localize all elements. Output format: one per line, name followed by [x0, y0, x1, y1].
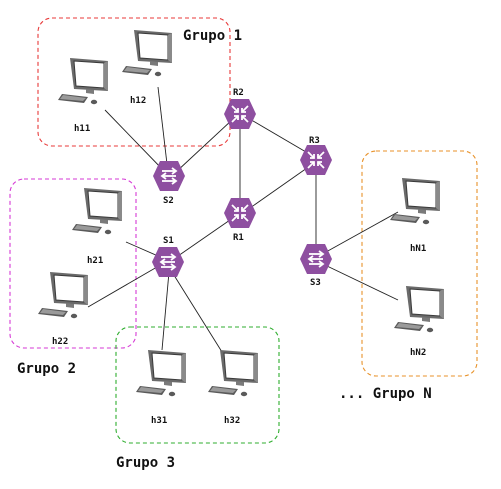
- label-s3: S3: [310, 278, 321, 288]
- switch-s2-icon[interactable]: [152, 160, 186, 192]
- label-hn1: hN1: [410, 244, 426, 254]
- switch-s1-icon[interactable]: [151, 246, 185, 278]
- label-h31: h31: [151, 416, 167, 426]
- label-s1: S1: [163, 236, 174, 246]
- router-r2-icon[interactable]: [223, 98, 257, 130]
- group-3-label: Grupo 3: [116, 455, 175, 471]
- label-hn2: hN2: [410, 348, 426, 358]
- label-h22: h22: [52, 337, 68, 347]
- label-h12: h12: [130, 96, 146, 106]
- switch-s3-icon[interactable]: [299, 243, 333, 275]
- computer-h12-icon[interactable]: [121, 29, 173, 77]
- label-s2: S2: [163, 196, 174, 206]
- computer-h22-icon[interactable]: [37, 271, 89, 319]
- label-r1: R1: [233, 233, 244, 243]
- group-2-box: [9, 178, 137, 349]
- computer-h21-icon[interactable]: [71, 187, 123, 235]
- group-1-label: Grupo 1: [183, 28, 242, 44]
- router-r1-icon[interactable]: [223, 197, 257, 229]
- computer-h11-icon[interactable]: [57, 57, 109, 105]
- label-r3: R3: [309, 136, 320, 146]
- label-r2: R2: [233, 88, 244, 98]
- label-h32: h32: [224, 416, 240, 426]
- computer-hn2-icon[interactable]: [393, 285, 445, 333]
- group-2-label: Grupo 2: [17, 361, 76, 377]
- router-r3-icon[interactable]: [299, 144, 333, 176]
- computer-h31-icon[interactable]: [135, 349, 187, 397]
- label-h11: h11: [74, 124, 90, 134]
- group-n-box: [361, 150, 478, 377]
- computer-hn1-icon[interactable]: [389, 177, 441, 225]
- label-h21: h21: [87, 256, 103, 266]
- group-n-label: ... Grupo N: [339, 386, 432, 402]
- group-3-box: [115, 326, 280, 444]
- links: [87, 86, 399, 353]
- computer-h32-icon[interactable]: [207, 349, 259, 397]
